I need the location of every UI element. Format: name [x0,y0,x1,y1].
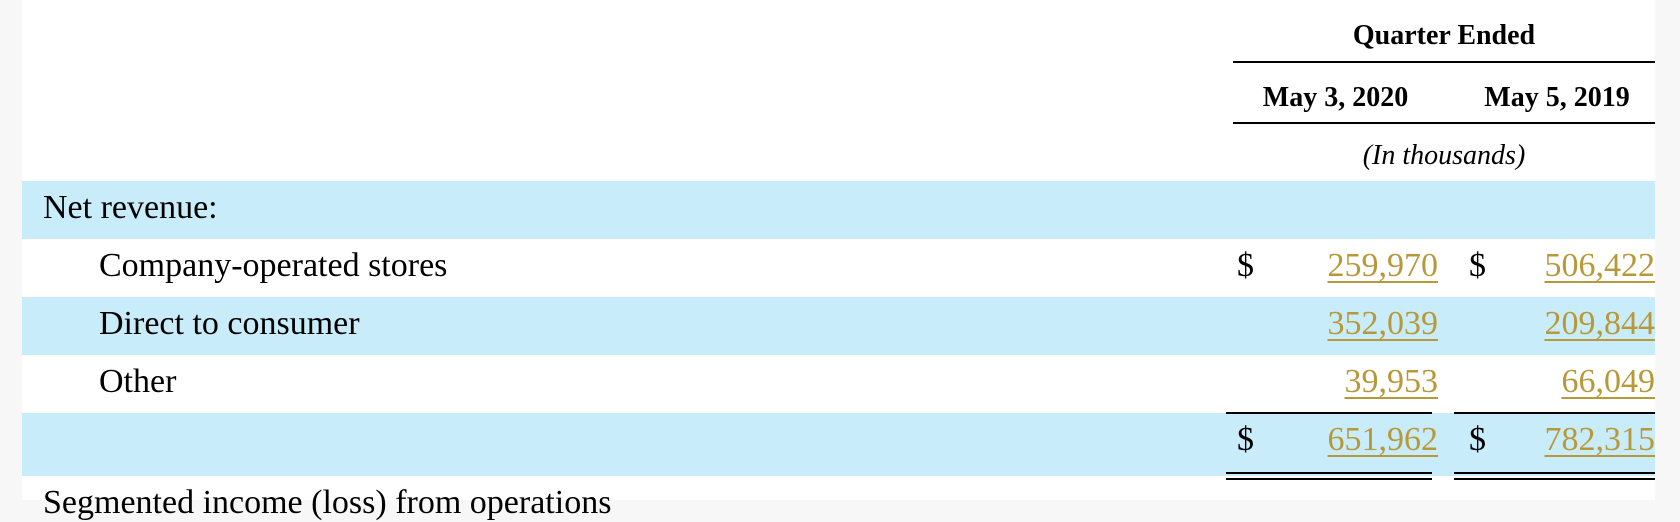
currency-symbol: $ [1469,421,1486,458]
total-2020[interactable]: 651,962 [1327,421,1439,458]
table-row: Direct to consumer 352,039 209,844 [22,297,1655,355]
subtotal-rule [1454,412,1655,414]
table-row: Other 39,953 66,049 [22,355,1655,413]
value-2020[interactable]: 259,970 [1327,247,1439,284]
value-2020[interactable]: 39,953 [1344,363,1439,400]
row-label: Direct to consumer [99,305,360,342]
value-2020[interactable]: 352,039 [1327,305,1439,342]
column-header-2020: May 3, 2020 [1262,82,1409,113]
currency-symbol: $ [1237,247,1254,284]
total-2019[interactable]: 782,315 [1544,421,1656,458]
value-2019[interactable]: 66,049 [1561,363,1656,400]
subtotal-rule [1226,412,1432,414]
double-rule [1226,478,1432,480]
table-row: Company-operated stores $ 259,970 $ 506,… [22,239,1655,297]
column-header-2019: May 5, 2019 [1484,82,1630,113]
currency-symbol: $ [1237,421,1254,458]
financial-table: Quarter Ended May 3, 2020 May 5, 2019 (I… [22,0,1655,521]
currency-symbol: $ [1469,247,1486,284]
double-rule [1454,478,1655,480]
row-label: Company-operated stores [99,247,448,284]
value-2019[interactable]: 506,422 [1544,247,1656,284]
date-rule [1233,122,1655,124]
total-row: $ 651,962 $ 782,315 [22,413,1655,476]
double-rule [1226,472,1432,474]
header-rule [1233,61,1655,63]
value-2019[interactable]: 209,844 [1544,305,1656,342]
section-label: Net revenue: [43,189,218,226]
row-label: Other [99,363,177,400]
section-row: Net revenue: [22,181,1655,239]
units-note: (In thousands) [1362,140,1526,171]
next-section-label: Segmented income (loss) from operations [43,484,612,521]
quarter-ended-header: Quarter Ended [1352,20,1536,51]
double-rule [1454,472,1655,474]
